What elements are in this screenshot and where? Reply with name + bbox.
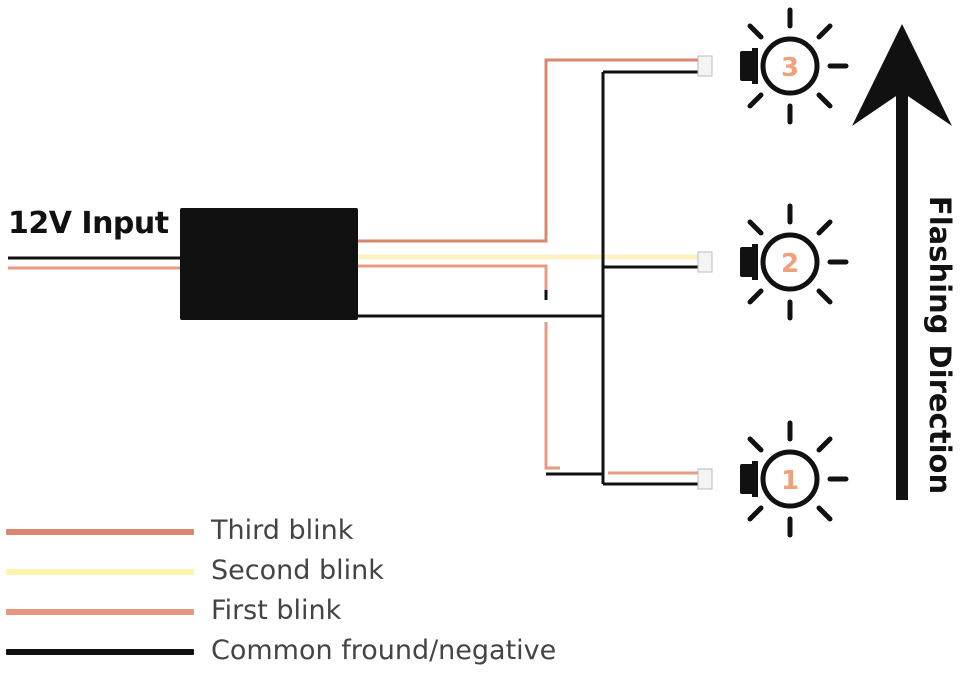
first-blink-wire-lower — [544, 322, 560, 470]
legend-label-third: Third blink — [211, 515, 354, 546]
lamp-2: 2 — [697, 203, 849, 321]
legend-swatch-third — [6, 529, 194, 535]
legend-label-ground: Common fround/negative — [211, 635, 557, 666]
lamp-number: 1 — [781, 466, 799, 496]
lamp-ray — [816, 505, 833, 522]
third-blink-wire — [358, 58, 700, 243]
legend-swatch-second — [6, 569, 194, 575]
first-blink-wire-upper — [358, 264, 548, 290]
lamp-number: 3 — [781, 53, 799, 83]
lamp-ray — [747, 219, 764, 236]
legend-swatch-ground — [6, 649, 194, 655]
lamp-ray — [747, 92, 764, 109]
lamp-ray — [747, 505, 764, 522]
lamp-connector — [697, 251, 713, 273]
lamp-ray — [816, 92, 833, 109]
controller-box — [180, 208, 358, 320]
lamp-bulb — [760, 36, 820, 96]
lamp-1: 1 — [697, 420, 849, 538]
lamp-ray — [747, 288, 764, 305]
lamp-ray — [747, 23, 764, 40]
lamp-3: 3 — [697, 7, 849, 125]
lamp-socket-ring — [752, 48, 758, 84]
lamp-ray — [816, 219, 833, 236]
lamp-bulb — [760, 232, 820, 292]
lamp-socket — [740, 51, 754, 81]
legend-label-second: Second blink — [211, 555, 384, 586]
lamp-ray — [747, 436, 764, 453]
lamp-socket — [740, 247, 754, 277]
lamp-ray — [816, 436, 833, 453]
lamp-connector — [697, 55, 713, 77]
lamp-ray — [816, 288, 833, 305]
lamp-socket — [740, 464, 754, 494]
legend-swatch-first — [6, 609, 194, 615]
lamp-socket-ring — [752, 461, 758, 497]
lamp-number: 2 — [781, 249, 799, 279]
lamp-bulb — [760, 449, 820, 509]
direction-label: Flashing Direction — [923, 195, 957, 495]
legend-label-first: First blink — [211, 595, 342, 626]
lamp-connector — [697, 468, 713, 490]
direction-arrow-head — [852, 24, 952, 126]
lamp-socket-ring — [752, 244, 758, 280]
lamp-ray — [816, 23, 833, 40]
input-label: 12V Input — [8, 206, 169, 241]
